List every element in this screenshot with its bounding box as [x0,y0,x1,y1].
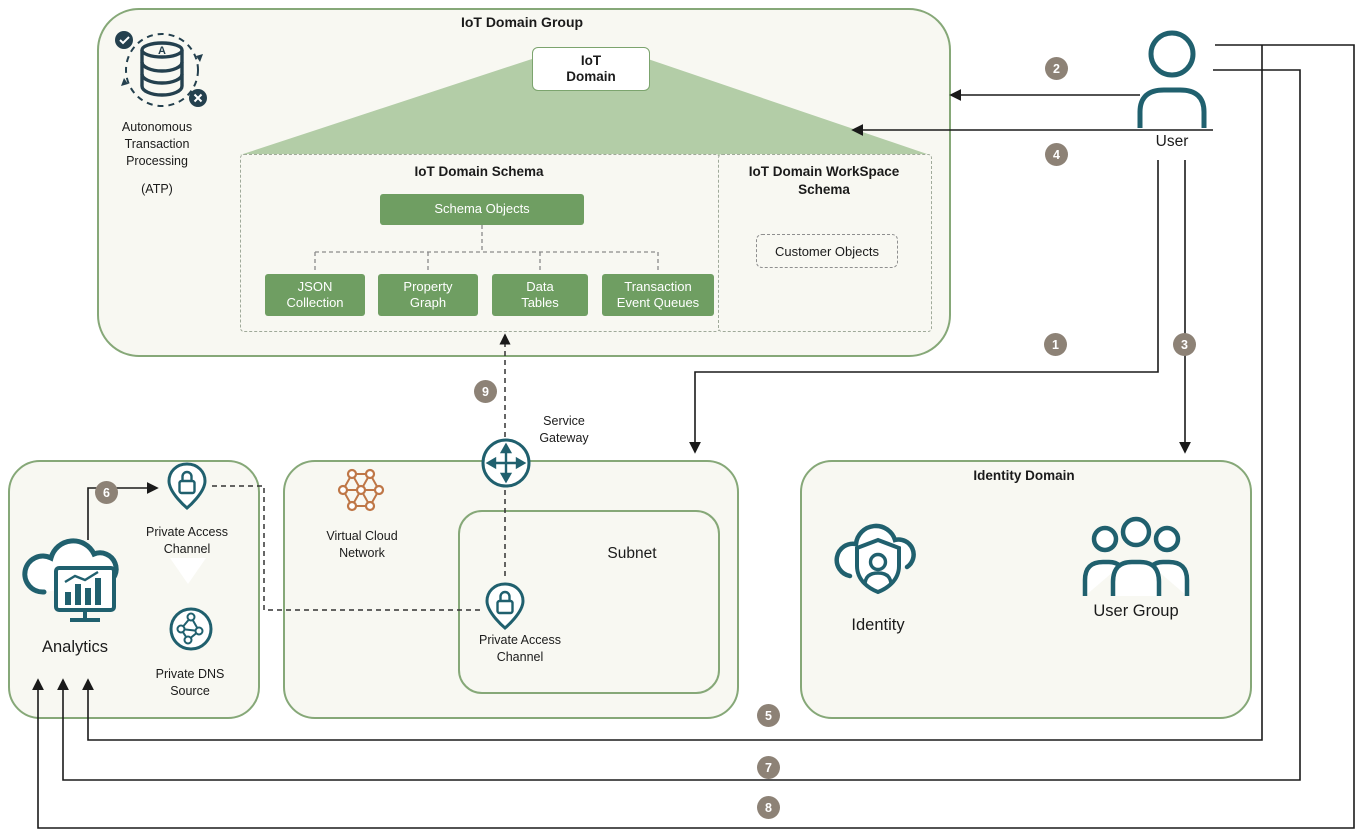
atp-label: Autonomous Transaction Processing [121,120,193,168]
identity-label: Identity [851,616,905,634]
subnet-pac-label: Private Access Channel [479,633,561,664]
iot-domain-box: IoT Domain [532,47,650,91]
step-badge-4: 4 [1045,143,1068,166]
analytics-pac-label: Private Access Channel [146,525,228,556]
vcn-label: Virtual Cloud Network [326,529,398,560]
step-badge-1: 1 [1044,333,1067,356]
data-tables-box: Data Tables [492,274,588,316]
user-group-icon [1082,516,1190,596]
step-badge-9: 9 [474,380,497,403]
schema-objects-box: Schema Objects [380,194,584,225]
transaction-event-queues-box: Transaction Event Queues [602,274,714,316]
customer-objects-box: Customer Objects [756,234,898,268]
user-icon [1137,30,1207,128]
service-gateway-icon [481,438,531,488]
private-dns-label: Private DNS Source [155,667,225,698]
vcn-icon [337,468,385,512]
user-label: User [1155,133,1189,150]
iot-domain-schema-title: IoT Domain Schema [414,164,544,179]
analytics-private-access-channel-icon [167,462,207,510]
svg-text:A: A [158,45,166,57]
identity-icon [834,523,916,595]
step-badge-2: 2 [1045,57,1068,80]
step-badge-7: 7 [757,756,780,779]
json-collection-box: JSON Collection [265,274,365,316]
atp-abbr-label: (ATP) [141,182,173,196]
analytics-icon [22,538,119,622]
step-badge-8: 8 [757,796,780,819]
service-gateway-label: Service Gateway [539,414,589,445]
step-badge-3: 3 [1173,333,1196,356]
user-group-label: User Group [1093,602,1179,620]
identity-domain-title: Identity Domain [973,468,1075,483]
analytics-label: Analytics [41,638,109,656]
atp-icon: A [115,31,207,107]
subnet-private-access-channel-icon [485,582,525,630]
step-badge-6: 6 [95,481,118,504]
subnet-label: Subnet [607,545,657,562]
private-dns-icon [169,607,213,651]
property-graph-box: Property Graph [378,274,478,316]
step-badge-5: 5 [757,704,780,727]
iot-domain-group-title: IoT Domain Group [460,14,584,30]
workspace-schema-title: IoT Domain WorkSpace Schema [748,164,900,198]
